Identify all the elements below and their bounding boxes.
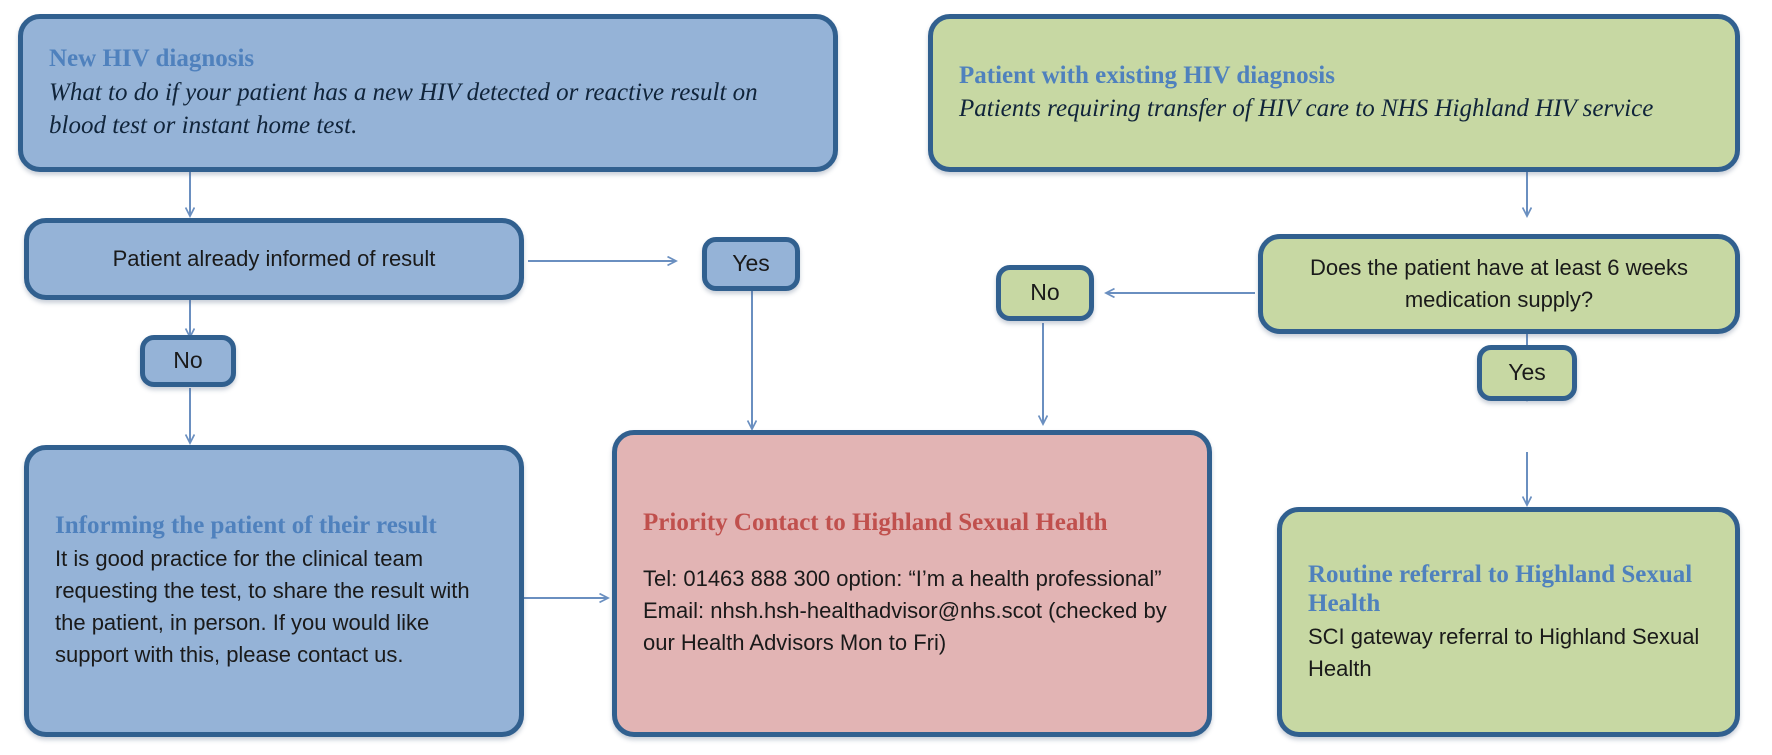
node-existing-hiv-title: Patient with existing HIV diagnosis	[959, 61, 1335, 89]
node-informing-patient-content: Informing the patient of their result It…	[29, 511, 519, 670]
node-right-yes-label: Yes	[1508, 359, 1546, 386]
node-routine-referral-title: Routine referral to Highland Sexual Heal…	[1308, 560, 1693, 618]
node-priority-contact-email: Email: nhsh.hsh-healthadvisor@nhs.scot (…	[643, 598, 1167, 656]
node-priority-contact-tel: Tel: 01463 888 300 option: “I’m a health…	[643, 566, 1162, 592]
node-existing-hiv-subtitle: Patients requiring transfer of HIV care …	[959, 95, 1654, 123]
node-new-hiv-title: New HIV diagnosis	[49, 45, 255, 72]
node-right-yes[interactable]: Yes	[1477, 345, 1577, 401]
node-routine-referral-content: Routine referral to Highland Sexual Heal…	[1282, 560, 1735, 685]
node-existing-hiv-diagnosis[interactable]: Patient with existing HIV diagnosis Pati…	[928, 14, 1740, 172]
node-left-yes-label: Yes	[732, 250, 770, 277]
node-right-no[interactable]: No	[996, 265, 1094, 321]
node-left-yes[interactable]: Yes	[702, 237, 800, 291]
node-informing-patient-title: Informing the patient of their result	[55, 512, 437, 540]
node-new-hiv-content: New HIV diagnosis What to do if your pat…	[23, 44, 833, 142]
node-new-hiv-subtitle: What to do if your patient has a new HIV…	[49, 78, 758, 139]
node-routine-referral-body: SCI gateway referral to Highland Sexual …	[1308, 623, 1700, 681]
node-existing-hiv-content: Patient with existing HIV diagnosis Pati…	[933, 61, 1735, 126]
node-patient-already-informed[interactable]: Patient already informed of result	[24, 218, 524, 300]
node-left-no-label: No	[173, 347, 203, 374]
node-medication-supply[interactable]: Does the patient have at least 6 weeks m…	[1258, 234, 1740, 334]
node-new-hiv-diagnosis[interactable]: New HIV diagnosis What to do if your pat…	[18, 14, 838, 172]
node-patient-already-informed-label: Patient already informed of result	[112, 246, 436, 272]
node-priority-contact-content: Priority Contact to Highland Sexual Heal…	[617, 508, 1207, 659]
node-informing-patient-body: It is good practice for the clinical tea…	[55, 545, 470, 667]
node-medication-supply-label: Does the patient have at least 6 weeks m…	[1310, 255, 1688, 312]
node-informing-patient[interactable]: Informing the patient of their result It…	[24, 445, 524, 737]
node-routine-referral[interactable]: Routine referral to Highland Sexual Heal…	[1277, 507, 1740, 737]
node-right-no-label: No	[1030, 279, 1060, 306]
node-priority-contact-title: Priority Contact to Highland Sexual Heal…	[643, 508, 1108, 536]
node-left-no[interactable]: No	[140, 335, 236, 387]
node-priority-contact[interactable]: Priority Contact to Highland Sexual Heal…	[612, 430, 1212, 737]
